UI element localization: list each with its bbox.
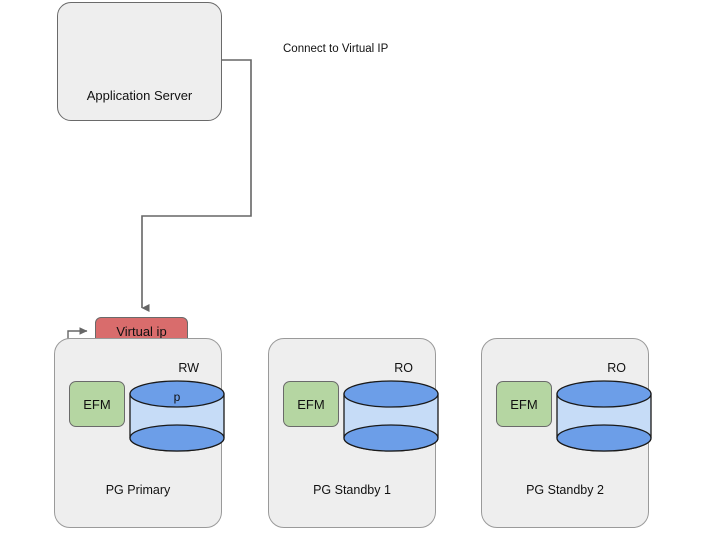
pg-standby-1-database-cylinder — [343, 380, 439, 452]
pg-primary-mode-badge: RW — [178, 361, 199, 375]
pg-primary-title: PG Primary — [105, 483, 171, 497]
pg-primary-efm-node[interactable]: EFM — [69, 381, 125, 427]
cylinder-shape — [556, 380, 652, 452]
pg-primary-db-label: p — [173, 390, 181, 404]
pg-standby-2-container[interactable]: RO EFM PG Standby 2 — [481, 338, 652, 528]
pg-primary-container[interactable]: RW EFM p PG Primary — [54, 338, 225, 528]
pg-standby-2-efm-node[interactable]: EFM — [496, 381, 552, 427]
pg-standby-2-mode-badge: RO — [607, 361, 626, 375]
pg-standby-1-mode-badge: RO — [394, 361, 413, 375]
application-server-node[interactable]: Application Server — [57, 2, 222, 121]
pg-standby-1-title: PG Standby 1 — [313, 483, 391, 497]
connector-app-to-vip — [141, 59, 252, 312]
connect-to-virtual-ip-caption: Connect to Virtual IP — [283, 43, 389, 55]
pg-standby-2-database-cylinder — [556, 380, 652, 452]
application-server-label: Application Server — [86, 88, 193, 103]
pg-standby-2-title: PG Standby 2 — [526, 483, 604, 497]
pg-primary-database-cylinder: p — [129, 380, 225, 452]
cylinder-shape — [343, 380, 439, 452]
pg-standby-1-efm-node[interactable]: EFM — [283, 381, 339, 427]
cylinder-shape — [129, 380, 225, 452]
pg-standby-1-container[interactable]: RO EFM PG Standby 1 — [268, 338, 439, 528]
